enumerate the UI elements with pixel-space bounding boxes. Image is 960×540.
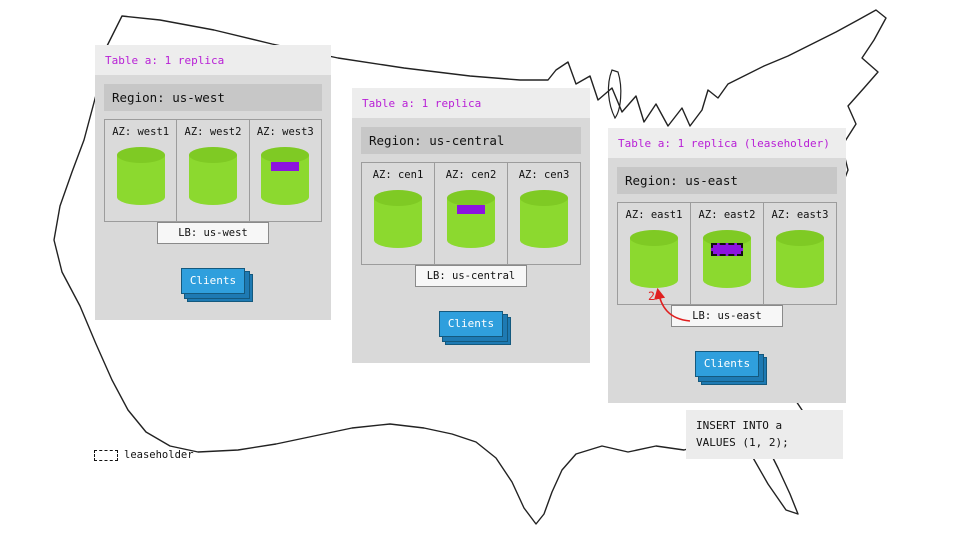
load-balancer-box: LB: us-west (157, 222, 269, 244)
panel-body: Region: us-east AZ: east1 AZ: east2 (608, 158, 846, 403)
database-cylinder-icon (630, 230, 678, 288)
database-node (701, 228, 753, 290)
az-label: AZ: cen3 (518, 169, 570, 181)
database-cylinder-icon (374, 190, 422, 248)
az-cell-west2: AZ: west2 (176, 119, 250, 222)
clients-box: Clients (439, 311, 511, 345)
leaseholder-legend-swatch (94, 449, 118, 461)
table-replica-header: Table a: 1 replica (352, 88, 590, 118)
database-node (187, 145, 239, 207)
replica-marker (457, 205, 485, 214)
database-node (518, 188, 570, 250)
region-label: Region: us-east (617, 167, 837, 194)
legend: leaseholder (94, 449, 194, 461)
lake-michigan-outline (607, 69, 622, 120)
database-cylinder-icon (520, 190, 568, 248)
az-cell-east2: AZ: east2 (690, 202, 764, 305)
clients-label: Clients (439, 311, 503, 337)
clients-box: Clients (695, 351, 767, 385)
az-label: AZ: east3 (771, 209, 829, 221)
database-node (774, 228, 826, 290)
legend-label: leaseholder (124, 449, 194, 461)
database-cylinder-icon (116, 147, 165, 205)
az-cell-cen3: AZ: cen3 (507, 162, 581, 265)
database-node (115, 145, 167, 207)
sql-line: INSERT INTO a (696, 419, 783, 432)
table-replica-header: Table a: 1 replica (leaseholder) (608, 128, 846, 158)
sql-statement-box: INSERT INTO a VALUES (1, 2); (686, 410, 843, 459)
database-cylinder-icon (703, 230, 751, 288)
database-cylinder-icon (447, 190, 495, 248)
az-label: AZ: cen2 (445, 169, 497, 181)
az-cell-west3: AZ: west3 (248, 119, 322, 222)
az-cell-cen2: AZ: cen2 (434, 162, 508, 265)
panel-body: Region: us-west AZ: west1 AZ: west2 (95, 75, 331, 320)
database-cylinder-icon (188, 147, 237, 205)
database-node (259, 145, 311, 207)
database-cylinder-icon (261, 147, 310, 205)
step-number-annotation: 2 (648, 289, 655, 303)
az-cell-cen1: AZ: cen1 (361, 162, 435, 265)
database-cylinder-icon (776, 230, 824, 288)
replica-marker (271, 162, 300, 171)
az-row: AZ: east1 AZ: east2 (617, 202, 837, 305)
clients-box: Clients (181, 268, 253, 302)
az-cell-east3: AZ: east3 (763, 202, 837, 305)
az-row: AZ: cen1 AZ: cen2 (361, 162, 581, 265)
az-label: AZ: west1 (112, 126, 170, 138)
leaseholder-marker (711, 243, 743, 256)
database-node (372, 188, 424, 250)
region-panel-us-west: Table a: 1 replica Region: us-west AZ: w… (95, 45, 331, 320)
az-row: AZ: west1 AZ: west2 (104, 119, 322, 222)
az-label: AZ: west3 (256, 126, 314, 138)
region-label: Region: us-west (104, 84, 322, 111)
load-balancer-box: LB: us-central (415, 265, 527, 287)
clients-label: Clients (181, 268, 245, 294)
sql-line: VALUES (1, 2); (696, 435, 789, 449)
az-label: AZ: east2 (698, 209, 756, 221)
az-label: AZ: west2 (184, 126, 242, 138)
table-replica-header: Table a: 1 replica (95, 45, 331, 75)
region-panel-us-east: Table a: 1 replica (leaseholder) Region:… (608, 128, 846, 403)
database-node (445, 188, 497, 250)
region-label: Region: us-central (361, 127, 581, 154)
database-node (628, 228, 680, 290)
clients-label: Clients (695, 351, 759, 377)
region-panel-us-central: Table a: 1 replica Region: us-central AZ… (352, 88, 590, 363)
az-label: AZ: cen1 (372, 169, 424, 181)
az-cell-west1: AZ: west1 (104, 119, 178, 222)
load-balancer-box: LB: us-east (671, 305, 783, 327)
az-cell-east1: AZ: east1 (617, 202, 691, 305)
panel-body: Region: us-central AZ: cen1 AZ: cen2 (352, 118, 590, 363)
az-label: AZ: east1 (625, 209, 683, 221)
